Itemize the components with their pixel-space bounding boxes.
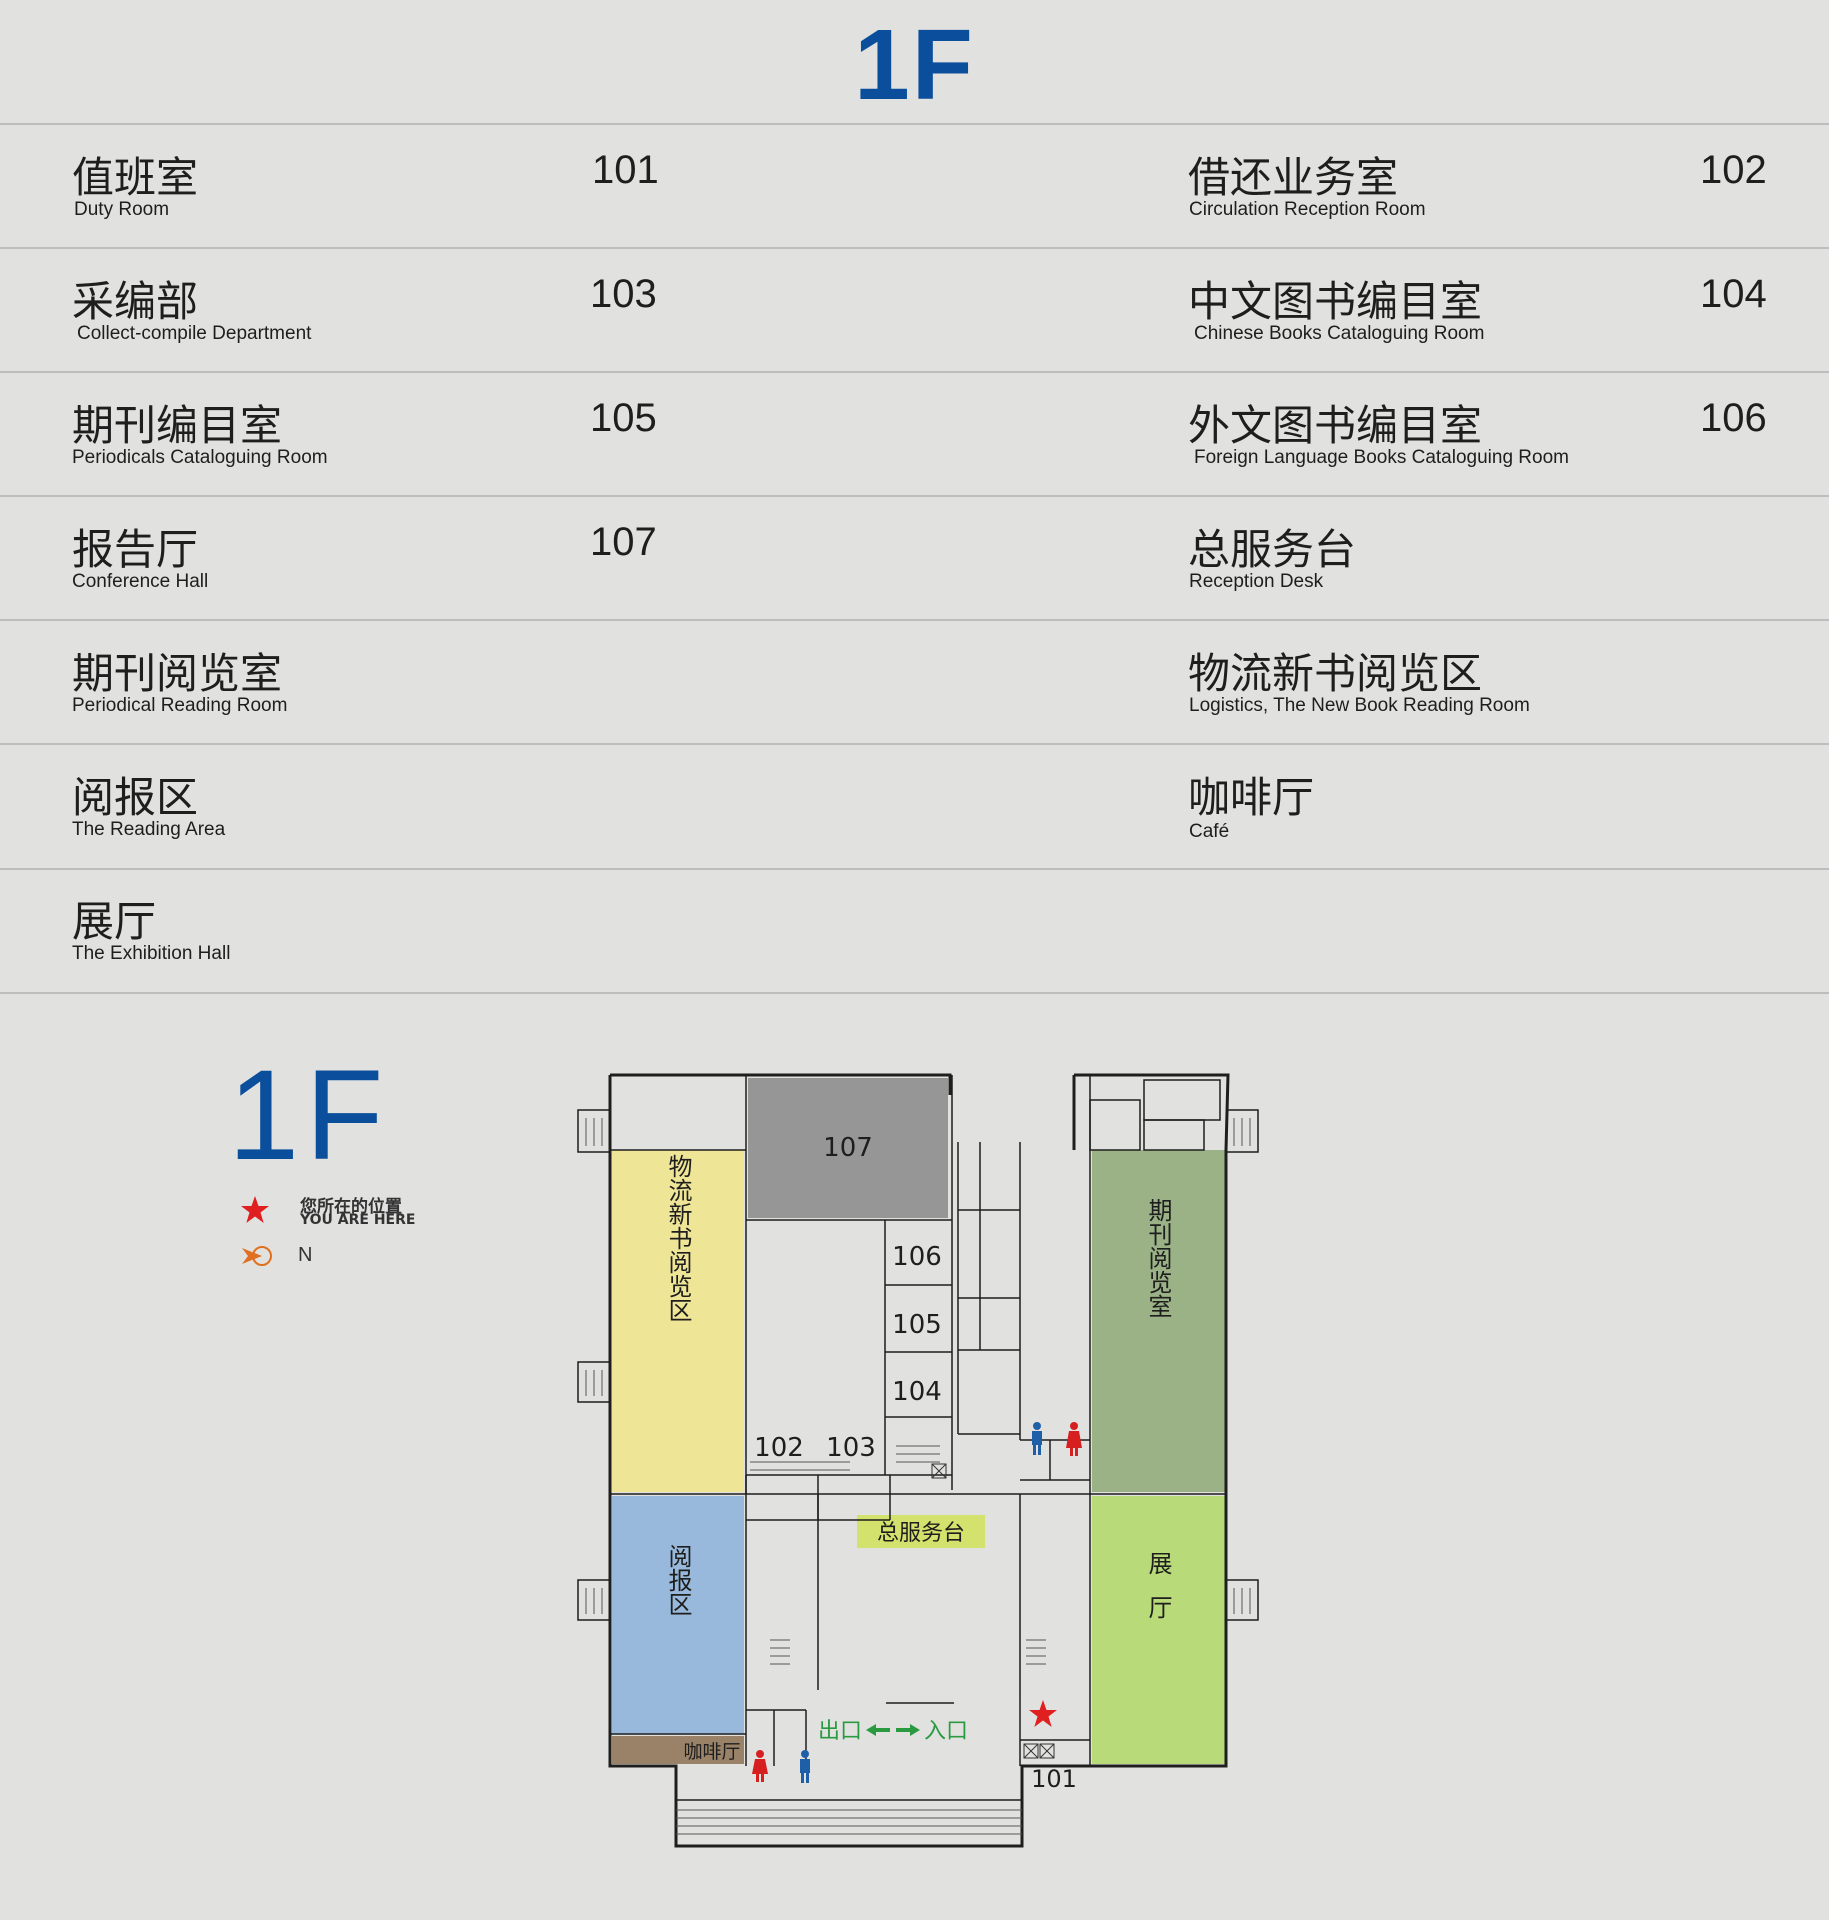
entry-cn: 物流新书阅览区 (1188, 649, 1483, 698)
room-105-label: 105 (892, 1310, 942, 1340)
male-restroom-icon (1032, 1422, 1042, 1455)
row-divider (0, 495, 1829, 497)
you-are-here-star-icon (1029, 1700, 1057, 1727)
row-divider (0, 992, 1829, 994)
entry-room-number: 107 (590, 520, 657, 564)
entry-en: The Reading Area (72, 819, 226, 840)
entry-cn: 阅报区 (72, 773, 199, 822)
entry-cn: 展厅 (72, 897, 157, 946)
entry-cn: 中文图书编目室 (1188, 277, 1483, 326)
entry-en: Conference Hall (72, 571, 209, 592)
reception-label: 总服务台 (877, 1521, 965, 1546)
entrance-label: 入口 (924, 1719, 968, 1744)
entry-room-number: 102 (1700, 148, 1767, 192)
entry-en: Periodical Reading Room (72, 695, 288, 716)
row-divider (0, 371, 1829, 373)
elevator-icon (931, 1463, 1055, 1759)
entry-room-number: 104 (1700, 272, 1767, 316)
reading-area-label: 阅报区 (664, 1544, 692, 1616)
entry-room-number: 101 (592, 148, 659, 192)
row-divider (0, 123, 1829, 125)
exit-label: 出口 (818, 1719, 862, 1744)
entry-cn: 期刊编目室 (72, 401, 283, 450)
female-restroom-icon (1066, 1422, 1082, 1456)
room-102-label: 102 (754, 1433, 804, 1463)
conference-hall-107 (748, 1078, 948, 1218)
entry-cn: 报告厅 (72, 525, 199, 574)
periodical-room-label: 期刊阅览室 (1144, 1198, 1172, 1318)
room-103-label: 103 (826, 1433, 876, 1463)
entry-en: The Exhibition Hall (72, 943, 231, 964)
cafe-label: 咖啡厅 (683, 1741, 740, 1763)
entrance-arrow-icon (896, 1724, 920, 1736)
page-title: 1F (854, 9, 975, 121)
entry-cn: 期刊阅览室 (72, 649, 283, 698)
entry-en: Foreign Language Books Cataloguing Room (1194, 447, 1569, 468)
floor-plan: 107 106 105 104 102 103 101 物流新书阅览区 期刊阅览… (577, 1073, 1259, 1848)
room-104-label: 104 (892, 1377, 942, 1407)
row-divider (0, 247, 1829, 249)
row-divider (0, 868, 1829, 870)
entry-cn: 值班室 (72, 153, 199, 202)
entry-en: Duty Room (74, 199, 170, 220)
entry-en: Collect-compile Department (77, 323, 312, 344)
row-divider (0, 619, 1829, 621)
entry-en: Logistics, The New Book Reading Room (1189, 695, 1530, 716)
entry-en: Chinese Books Cataloguing Room (1194, 323, 1485, 344)
entry-en: Circulation Reception Room (1189, 199, 1426, 220)
row-divider (0, 743, 1829, 745)
entry-en: Reception Desk (1189, 571, 1324, 592)
logistics-reading-area (612, 1150, 744, 1492)
you-are-here-en: YOU ARE HERE (300, 1212, 416, 1228)
north-label: N (298, 1244, 313, 1266)
exhibition-label: 展厅 (1144, 1551, 1172, 1639)
room-106-label: 106 (892, 1242, 942, 1272)
entry-cn: 总服务台 (1188, 525, 1357, 574)
exit-arrow-icon (866, 1724, 890, 1736)
entry-cn: 采编部 (72, 277, 199, 326)
entry-room-number: 106 (1700, 396, 1767, 440)
room-101-label: 101 (1031, 1765, 1077, 1793)
north-arrow-icon (242, 1246, 272, 1266)
cafe (612, 1736, 744, 1764)
exhibition-hall (1092, 1496, 1226, 1764)
you-are-here-cn: 您所在的位置 (300, 1197, 402, 1217)
room-107-label: 107 (823, 1133, 873, 1163)
entry-en: Periodicals Cataloguing Room (72, 447, 328, 468)
logistics-area-label: 物流新书阅览区 (664, 1154, 692, 1322)
periodical-reading-room (1092, 1150, 1226, 1492)
entry-cn: 咖啡厅 (1188, 773, 1315, 822)
entry-en: Café (1189, 821, 1230, 842)
female-restroom-icon (752, 1750, 768, 1782)
entry-room-number: 103 (590, 272, 657, 316)
star-icon (241, 1196, 269, 1223)
male-restroom-icon (800, 1750, 810, 1783)
entry-cn: 外文图书编目室 (1188, 401, 1483, 450)
entry-cn: 借还业务室 (1188, 153, 1399, 202)
legend-floor-label: 1F (228, 1044, 390, 1187)
newspaper-reading-area (612, 1496, 744, 1734)
entry-room-number: 105 (590, 396, 657, 440)
